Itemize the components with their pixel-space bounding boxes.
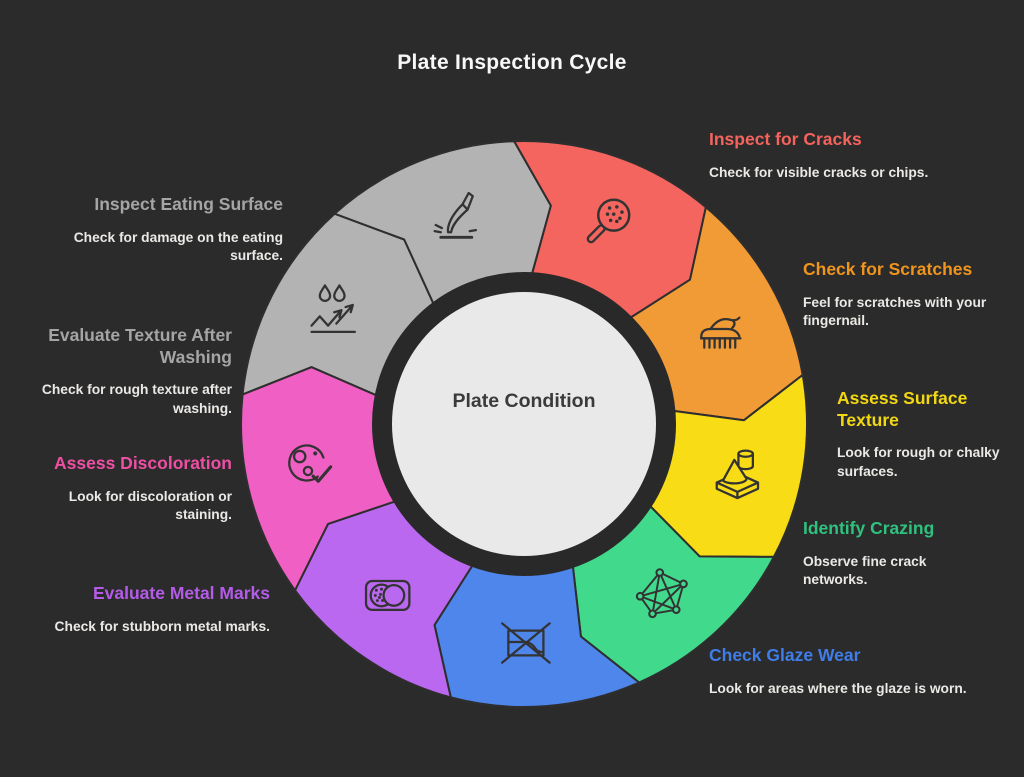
segment-description: Look for areas where the glaze is worn.: [709, 680, 967, 696]
segment-label-check-glaze-wear: Check Glaze Wear Look for areas where th…: [709, 645, 1021, 698]
segment-label-assess-surface-texture: Assess Surface Texture Look for rough or…: [837, 388, 1019, 481]
segment-description: Look for discoloration or staining.: [68, 488, 232, 522]
center-ring: [372, 272, 676, 576]
segment-title: Check for Scratches: [803, 259, 973, 279]
segment-description: Check for rough texture after washing.: [41, 382, 232, 416]
center-label: Plate Condition: [453, 390, 596, 412]
segment-description: Observe fine crack networks.: [803, 553, 927, 587]
segment-description: Check for visible cracks or chips.: [709, 164, 929, 180]
segment-label-evaluate-texture-after-washing: Evaluate Texture After Washing Check for…: [18, 325, 232, 418]
segment-description: Feel for scratches with your fingernail.: [803, 294, 987, 328]
segment-title: Evaluate Texture After Washing: [48, 325, 232, 367]
segment-label-inspect-eating-surface: Inspect Eating Surface Check for damage …: [30, 194, 283, 265]
segment-title: Check Glaze Wear: [709, 645, 861, 665]
segment-title: Assess Discoloration: [54, 453, 232, 473]
segment-label-assess-discoloration: Assess Discoloration Look for discolorat…: [18, 453, 232, 524]
segment-title: Assess Surface Texture: [837, 388, 968, 430]
segment-title: Inspect Eating Surface: [94, 194, 283, 214]
page-title: Plate Inspection Cycle: [397, 51, 627, 74]
segment-description: Look for rough or chalky surfaces.: [837, 445, 1000, 479]
segment-label-inspect-for-cracks: Inspect for Cracks Check for visible cra…: [709, 129, 1009, 182]
segment-title: Evaluate Metal Marks: [92, 583, 270, 603]
segment-label-check-for-scratches: Check for Scratches Feel for scratches w…: [803, 259, 1021, 330]
segment-description: Check for stubborn metal marks.: [54, 618, 270, 634]
segment-label-evaluate-metal-marks: Evaluate Metal Marks Check for stubborn …: [20, 583, 270, 636]
segment-title: Identify Crazing: [803, 518, 935, 538]
segment-label-identify-crazing: Identify Crazing Observe fine crack netw…: [803, 518, 981, 589]
segment-title: Inspect for Cracks: [709, 129, 862, 149]
center-circle: [392, 292, 656, 556]
segment-description: Check for damage on the eating surface.: [73, 229, 283, 263]
